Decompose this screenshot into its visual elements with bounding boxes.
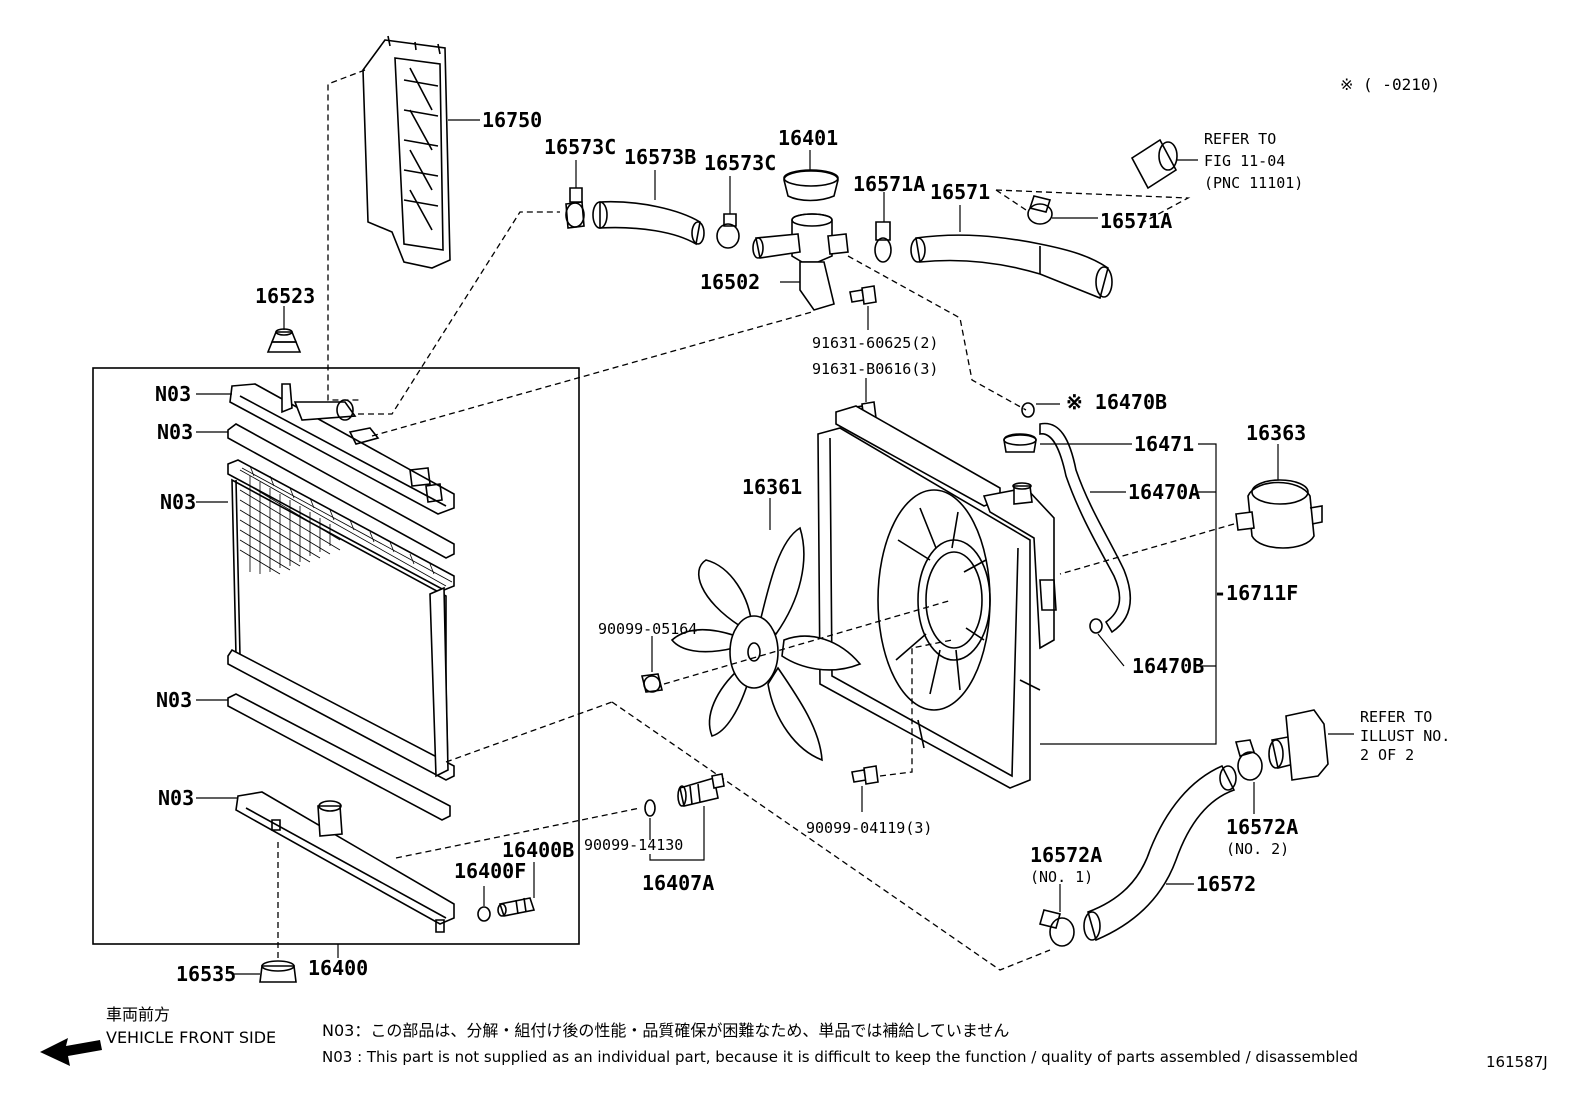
label-16470b-bottom: 16470B	[1132, 654, 1204, 678]
refer-right-line1: REFER TO	[1360, 708, 1432, 726]
refer-pipe-top	[1130, 138, 1178, 190]
clamp-16573c-right	[716, 213, 740, 249]
label-n03-3: N03	[160, 490, 196, 514]
core-fins-hatching	[239, 465, 453, 587]
filler-neck-16502	[752, 213, 849, 311]
label-16572a-no1-sub: (NO. 1)	[1030, 868, 1093, 886]
vehicle-front-jp: 車両前方	[106, 1005, 170, 1024]
label-n03-2: N03	[157, 420, 193, 444]
label-n03-4: N03	[156, 688, 192, 712]
label-16572: 16572	[1196, 872, 1256, 896]
label-16470b-top: ※ 16470B	[1066, 390, 1167, 414]
label-16572a-no2-sub: (NO. 2)	[1226, 840, 1289, 858]
label-n03-5: N03	[158, 786, 194, 810]
label-16361: 16361	[742, 475, 802, 499]
clamp-16573c-left	[565, 187, 585, 229]
radiator-assembly-box	[92, 367, 580, 945]
footnote-jp: N03：この部品は、分解・組付け後の性能・品質確保が困難なため、単品では補給して…	[322, 1021, 1009, 1040]
fan-shroud	[817, 405, 1041, 789]
clamp-16572a-no1	[1039, 909, 1075, 947]
bolt-91631-60625	[849, 285, 877, 305]
reservoir-cap-16471	[1003, 433, 1037, 453]
clamp-16571a-left	[874, 221, 892, 263]
label-16573c-left: 16573C	[544, 135, 616, 159]
label-16711f: -16711F	[1214, 581, 1298, 605]
switch-16407a	[677, 773, 725, 807]
label-16401: 16401	[778, 126, 838, 150]
clamp-16571a-right	[1027, 195, 1053, 225]
air-guide-16750	[362, 35, 451, 269]
label-16400b: 16400B	[502, 838, 574, 862]
label-16572a-no1: 16572A	[1030, 843, 1102, 867]
date-range-note: ※ ( -0210)	[1340, 75, 1440, 94]
label-91631-b0616: 91631-B0616(3)	[812, 360, 938, 378]
reservoir-tank	[982, 482, 1057, 650]
refer-right-line3: 2 OF 2	[1360, 746, 1414, 764]
clamp-16470b-top	[1021, 402, 1035, 418]
lower-tank	[235, 791, 455, 933]
lower-gasket	[227, 693, 451, 821]
figure-code: 161587J	[1486, 1053, 1548, 1071]
o-ring-90099-14130	[644, 799, 656, 817]
part-16523-cap	[266, 328, 302, 353]
water-outlet-refer	[1268, 709, 1329, 781]
refer-right-line2: ILLUST NO.	[1360, 727, 1450, 745]
label-91631-60625: 91631-60625(2)	[812, 334, 938, 352]
hose-16571	[910, 234, 1113, 300]
bracket-16711f	[1040, 443, 1217, 745]
label-16571: 16571	[930, 180, 990, 204]
refer-top-line1: REFER TO	[1204, 130, 1276, 148]
part-16535-cap	[259, 960, 297, 983]
radiator-cap-16401	[783, 169, 839, 202]
hose-16572	[1083, 764, 1237, 942]
hose-16470a	[1039, 422, 1132, 634]
footnote-en: N03 : This part is not supplied as an in…	[322, 1048, 1358, 1066]
label-16471: 16471	[1134, 432, 1194, 456]
label-90099-04119: 90099-04119(3)	[806, 819, 932, 837]
label-16571a-left: 16571A	[853, 172, 925, 196]
upper-tank	[229, 383, 455, 515]
label-16573c-right: 16573C	[704, 151, 776, 175]
clamp-16572a-no2	[1234, 739, 1263, 781]
bolt-90099-04119	[851, 765, 879, 785]
refer-top-line3: (PNC 11101)	[1204, 174, 1303, 192]
label-16407a: 16407A	[642, 871, 714, 895]
label-16571a-right: 16571A	[1100, 209, 1172, 233]
label-16502: 16502	[700, 270, 760, 294]
label-16523: 16523	[255, 284, 315, 308]
label-16573b: 16573B	[624, 145, 696, 169]
fan-motor-16363	[1235, 479, 1323, 549]
label-16535: 16535	[176, 962, 236, 986]
label-90099-05164: 90099-05164	[598, 620, 697, 638]
drain-cock-16400b	[497, 897, 536, 917]
o-ring-16400f	[477, 906, 491, 922]
label-16400f: 16400F	[454, 859, 526, 883]
label-16363: 16363	[1246, 421, 1306, 445]
label-16470a: 16470A	[1128, 480, 1200, 504]
upper-gasket	[227, 423, 455, 559]
radiator-core	[227, 459, 455, 781]
nut-90099-05164	[641, 673, 663, 693]
label-16572a-no2: 16572A	[1226, 815, 1298, 839]
fan-16361	[670, 526, 862, 762]
clamp-16470b-bottom	[1089, 618, 1103, 634]
label-n03-1: N03	[155, 382, 191, 406]
label-90099-14130: 90099-14130	[584, 836, 683, 854]
vehicle-front-en: VEHICLE FRONT SIDE	[106, 1028, 276, 1047]
label-16750: 16750	[482, 108, 542, 132]
refer-top-line2: FIG 11-04	[1204, 152, 1285, 170]
label-16400: 16400	[308, 956, 368, 980]
hose-16573b	[592, 200, 705, 246]
vehicle-front-arrow-icon	[40, 1038, 102, 1066]
